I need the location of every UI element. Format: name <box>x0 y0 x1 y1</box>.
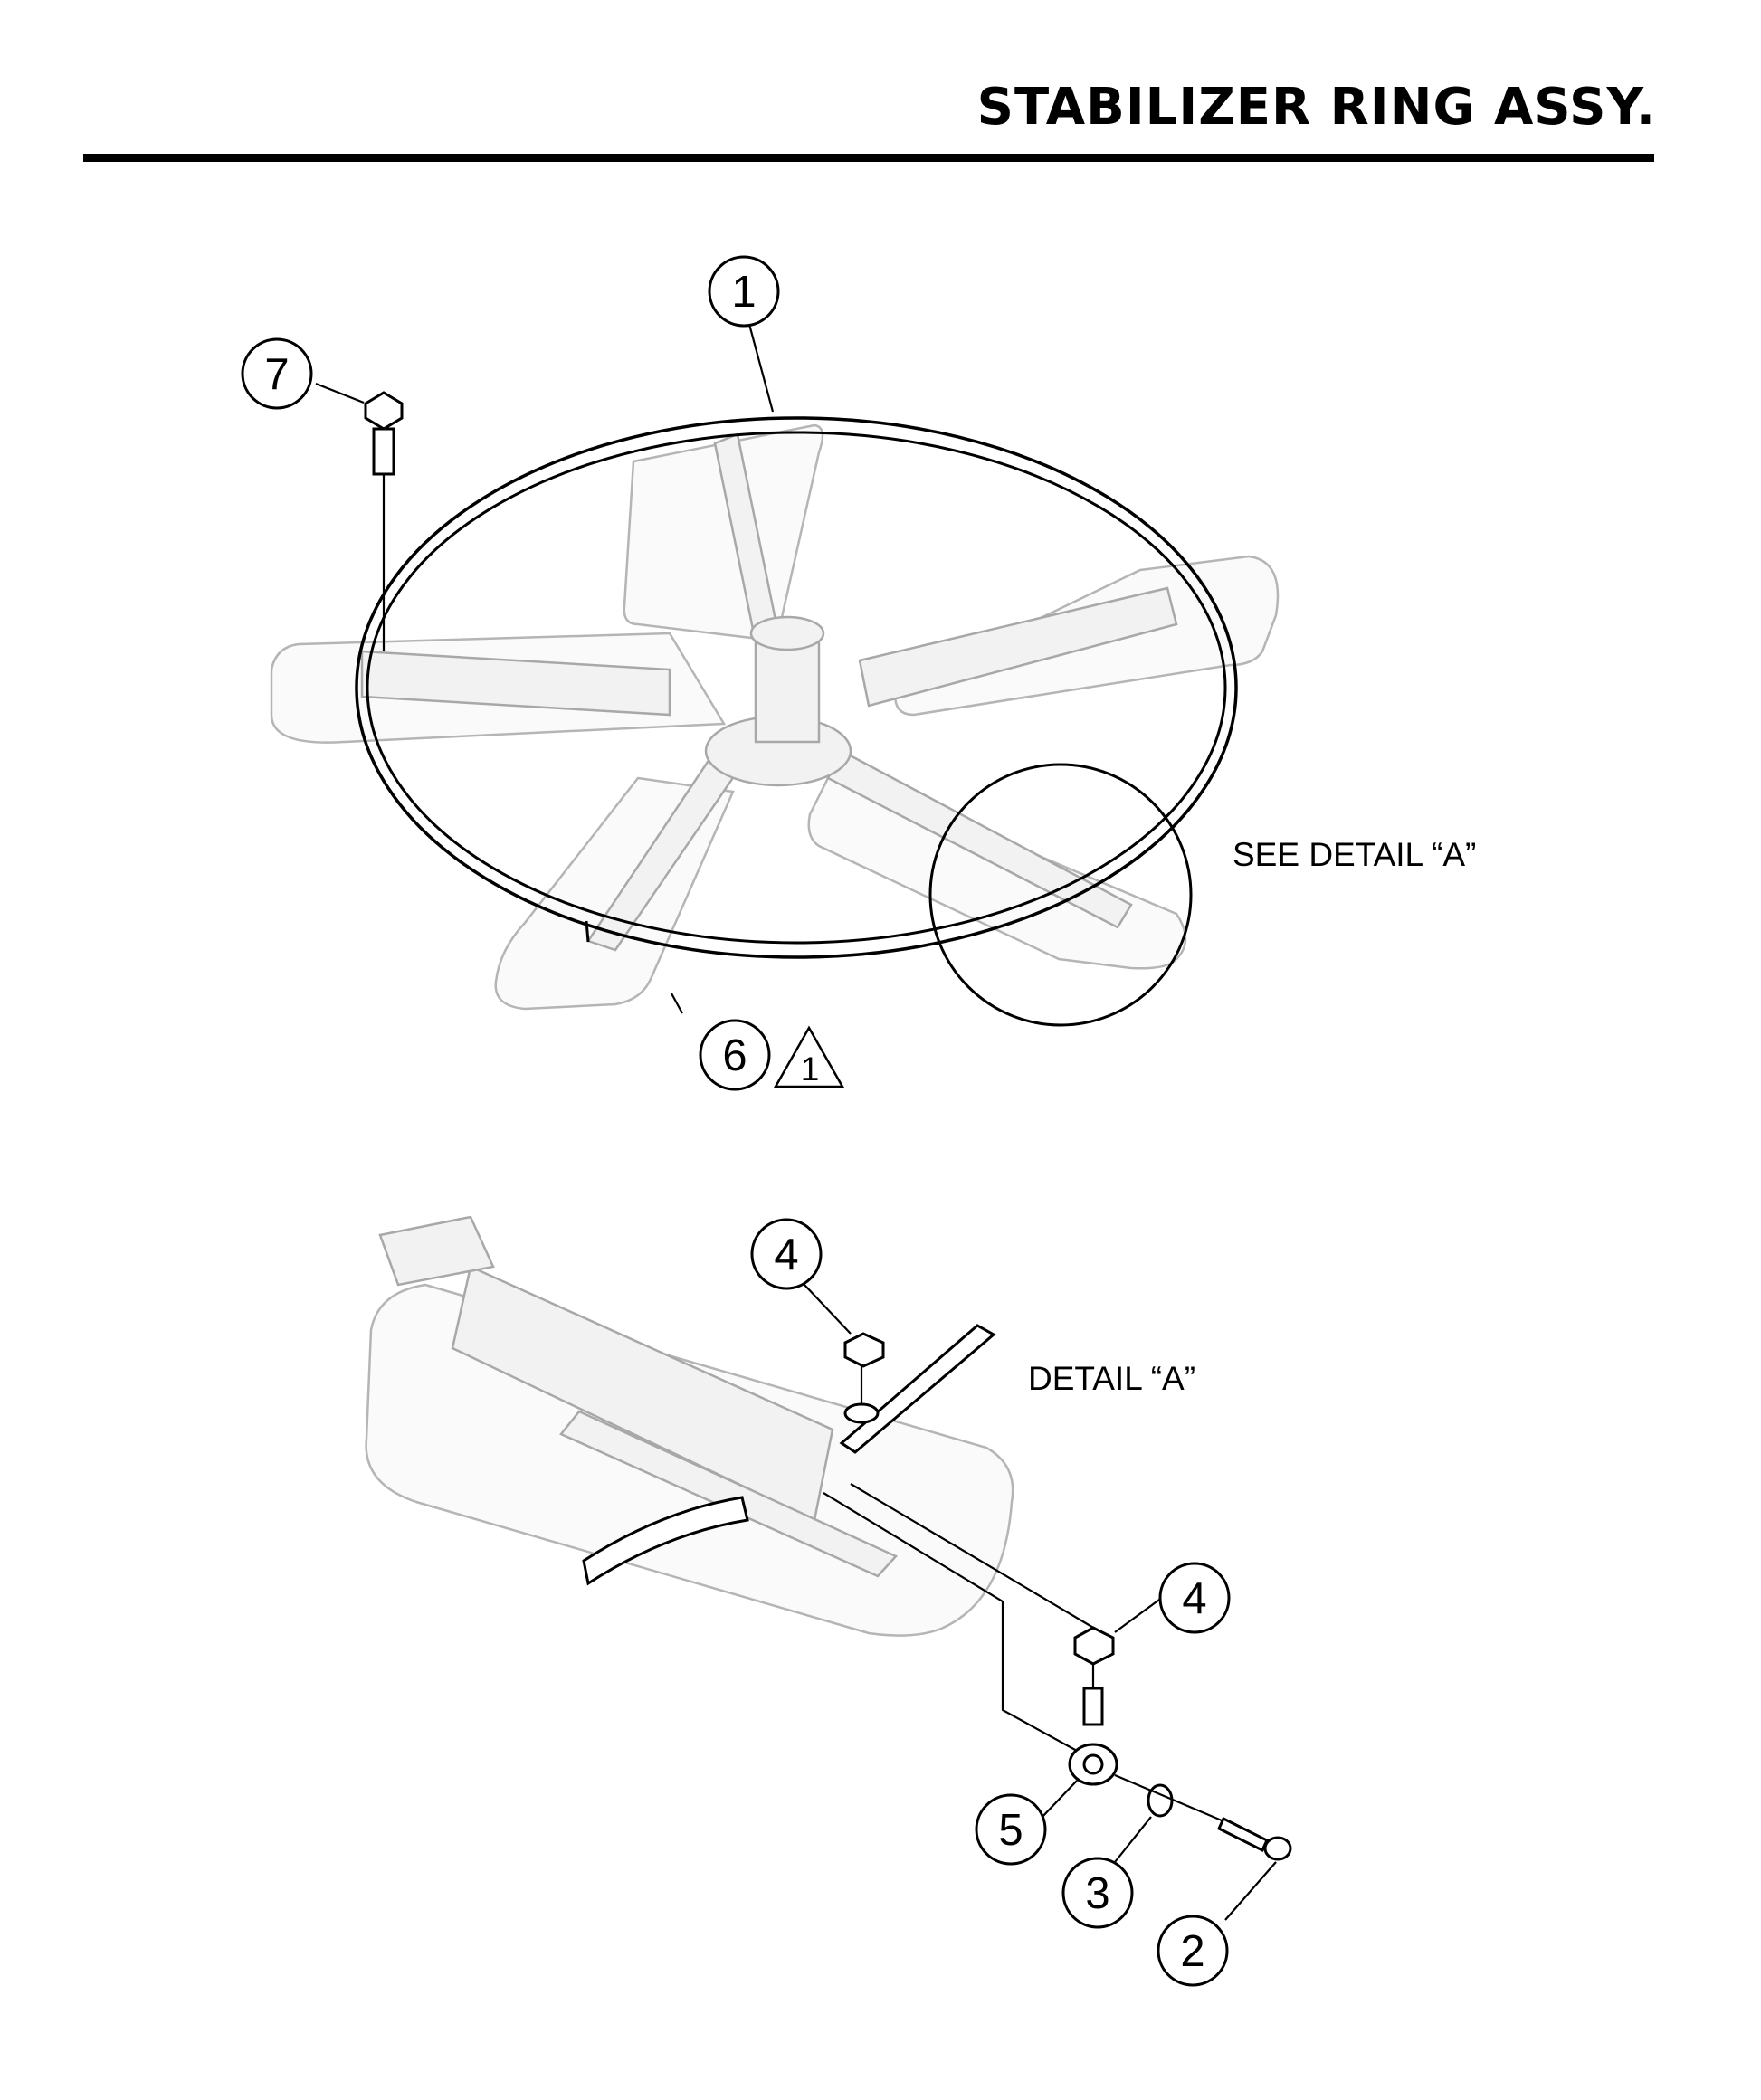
detail-washer <box>1147 1783 1174 1818</box>
ring-outer-edge <box>355 416 1238 959</box>
detail-cap-screw <box>1217 1816 1269 1853</box>
callout-1-number: 1 <box>731 268 756 317</box>
callout-5: 5 <box>975 1793 1047 1866</box>
detail-assembly-line-d <box>1114 1773 1223 1822</box>
callout-3-number: 3 <box>1085 1869 1109 1918</box>
detail-top-nut <box>843 1332 885 1368</box>
callout-7: 7 <box>241 337 313 410</box>
hub-top <box>749 615 825 651</box>
detail-circle <box>928 763 1193 1027</box>
detail-assembly-line-a <box>850 1483 1096 1630</box>
callout-2: 2 <box>1157 1915 1229 1987</box>
callout-3: 3 <box>1061 1857 1134 1929</box>
callout-4-bottom: 4 <box>1158 1562 1231 1634</box>
callout-7-number: 7 <box>264 350 289 399</box>
leader-1 <box>746 317 775 413</box>
callout-6-number: 6 <box>722 1031 747 1080</box>
ring-bolt <box>364 391 404 651</box>
leader-2 <box>1224 1861 1277 1921</box>
callout-1: 1 <box>708 255 780 328</box>
leader-6 <box>671 993 683 1014</box>
callout-5-number: 5 <box>998 1806 1023 1855</box>
detail-ring-segment-lower <box>582 1496 749 1586</box>
detail-arm-upper <box>378 1215 495 1287</box>
detail-a-title: DETAIL “A” <box>1028 1360 1195 1397</box>
detail-a-view: 4 4 5 3 2 DETAIL “A” <box>365 1215 1292 1987</box>
arm-left <box>360 650 671 717</box>
main-assembly-view: 1 7 6 1 SEE DETAIL “A” <box>241 255 1476 1091</box>
revision-flag-number: 1 <box>801 1050 820 1088</box>
callout-4-top: 4 <box>750 1218 823 1290</box>
bolt-head <box>364 391 404 431</box>
arm-right <box>858 586 1178 708</box>
page-title: STABILIZER RING ASSY. <box>976 78 1656 137</box>
detail-assembly-line-b <box>823 1492 1078 1752</box>
see-detail-label: SEE DETAIL “A” <box>1233 836 1476 873</box>
stabilizer-ring <box>355 416 1238 959</box>
leader-3 <box>1114 1816 1152 1863</box>
detail-spacer <box>843 1402 880 1424</box>
detail-cap-screw-head <box>1263 1836 1292 1861</box>
leader-4-top <box>804 1284 852 1335</box>
callout-4-bottom-number: 4 <box>1182 1574 1206 1623</box>
hub-column <box>754 632 821 744</box>
detail-stud <box>1082 1687 1104 1726</box>
callout-6: 6 <box>699 1019 771 1091</box>
detail-ring-segment-upper <box>839 1324 996 1454</box>
leader-4-bottom <box>1114 1599 1160 1633</box>
title-rule <box>83 154 1654 162</box>
detail-arm-bar <box>559 1410 899 1578</box>
leader-7 <box>315 382 365 404</box>
callout-2-number: 2 <box>1180 1927 1204 1976</box>
detail-rod-end-bore <box>1082 1753 1104 1775</box>
leader-5 <box>1040 1780 1078 1820</box>
trowel-arms <box>360 432 1178 952</box>
ring-inner-edge <box>366 431 1227 945</box>
callout-4-top-number: 4 <box>774 1231 798 1279</box>
ring-splice <box>585 920 590 943</box>
revision-flag: 1 <box>773 1025 845 1088</box>
detail-lower-nut <box>1073 1626 1115 1666</box>
bolt-shank <box>372 427 395 476</box>
